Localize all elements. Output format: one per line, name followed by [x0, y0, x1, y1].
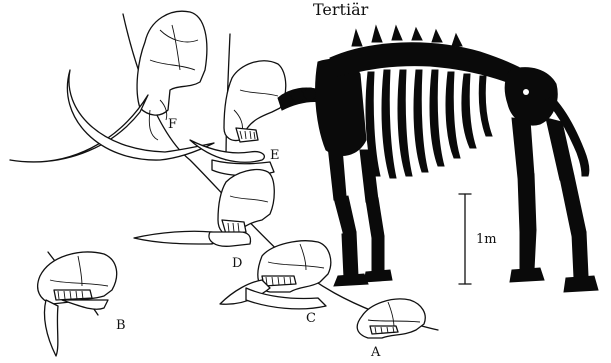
label-e: E — [270, 148, 280, 163]
label-f: F — [168, 117, 177, 132]
label-b: B — [116, 318, 126, 333]
label-d: D — [232, 256, 242, 271]
label-c: C — [306, 311, 316, 326]
scale-bar-label: 1m — [476, 232, 497, 247]
figure-title: Tertiär — [313, 0, 369, 19]
skull-a — [357, 299, 425, 338]
scale-bar: 1m — [459, 194, 497, 284]
skull-d — [134, 170, 274, 247]
label-a: A — [370, 345, 381, 360]
skull-c — [220, 241, 331, 309]
skull-b — [38, 252, 117, 356]
skull-f — [10, 11, 214, 162]
